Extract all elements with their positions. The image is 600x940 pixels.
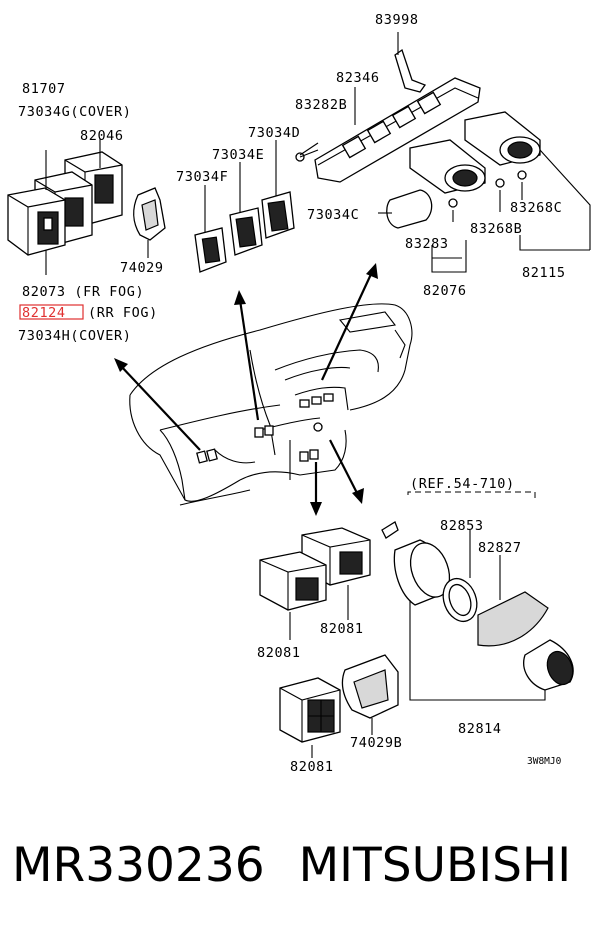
switch-group-right	[378, 111, 591, 273]
label-82073: 82073 (FR FOG)	[22, 284, 144, 300]
label-83283: 83283	[405, 236, 449, 252]
label-73034e: 73034E	[212, 147, 264, 163]
label-82046: 82046	[80, 128, 124, 144]
label-83282b: 83282B	[295, 97, 347, 113]
highlight-box-82124	[19, 304, 84, 320]
label-82076: 82076	[423, 283, 467, 299]
switch-group-left	[7, 138, 123, 275]
label-82081-bottom: 82081	[290, 759, 334, 775]
label-73034f: 73034F	[176, 169, 228, 185]
lighter-group	[381, 491, 574, 701]
label-82115: 82115	[522, 265, 566, 281]
label-82124-number: 82124	[22, 305, 66, 321]
label-73034h: 73034H(COVER)	[18, 328, 131, 344]
label-83268c: 83268C	[510, 200, 562, 216]
switch-group-bottom	[259, 527, 399, 758]
label-73034g: 73034G(COVER)	[18, 104, 131, 120]
part-number: MR330236	[12, 838, 265, 893]
label-82814: 82814	[458, 721, 502, 737]
leader-arrows	[114, 263, 378, 516]
label-73034c: 73034C	[307, 207, 359, 223]
label-diagram-code: 3W8MJ0	[527, 756, 562, 767]
parts-diagram: 83998 82346 83282B 73034D 73034E 73034F …	[7, 12, 591, 775]
label-83268b: 83268B	[470, 221, 522, 237]
label-82346: 82346	[336, 70, 380, 86]
panel-82346	[295, 32, 481, 183]
label-81707: 81707	[22, 81, 66, 97]
label-73034d: 73034D	[248, 125, 300, 141]
brand-name: MITSUBISHI	[298, 838, 572, 893]
label-82853: 82853	[440, 518, 484, 534]
switch-group-middle	[194, 140, 295, 273]
label-82081-top: 82081	[320, 621, 364, 637]
part-labels: 83998 82346 83282B 73034D 73034E 73034F …	[18, 12, 566, 775]
cover-74029	[133, 187, 166, 258]
label-82827: 82827	[478, 540, 522, 556]
label-82081-mid: 82081	[257, 645, 301, 661]
label-ref-54-710: (REF.54-710)	[410, 476, 515, 492]
footer-caption: MR330236 MITSUBISHI	[12, 838, 592, 898]
label-74029b: 74029B	[350, 735, 402, 751]
dashboard-illustration	[129, 303, 413, 506]
label-83998: 83998	[375, 12, 419, 28]
label-82124-rr-fog: (RR FOG)	[88, 305, 158, 321]
label-74029: 74029	[120, 260, 164, 276]
